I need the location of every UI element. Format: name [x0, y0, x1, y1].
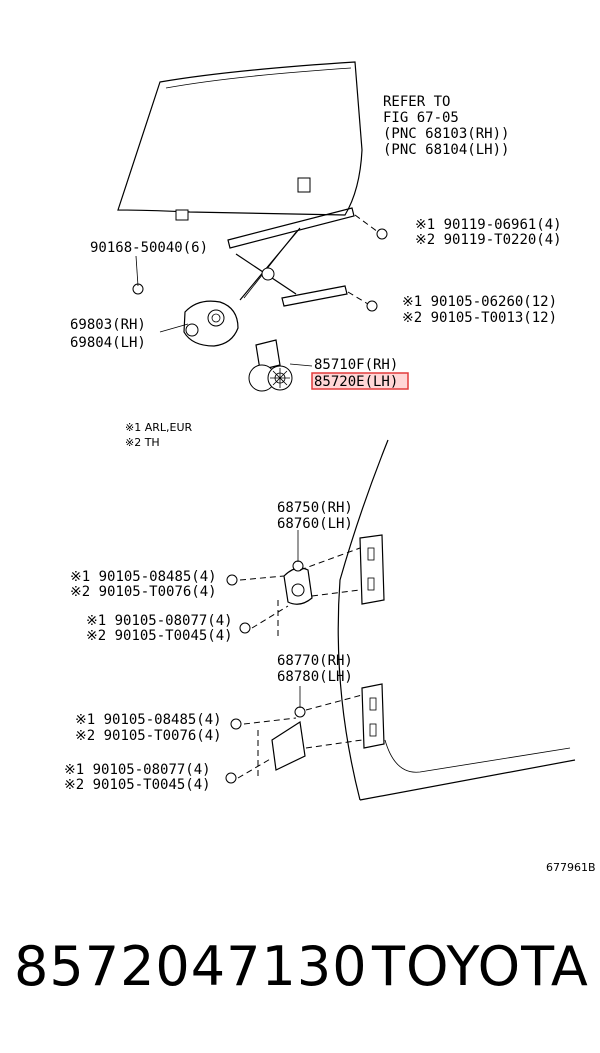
label-68770: 68770(RH)	[277, 653, 353, 669]
label-s2-hinge-bolt-1: ※2 90105-T0076(4)	[70, 584, 217, 600]
door-hinge-upper	[226, 547, 361, 640]
label-s2-hinge-bolt-2: ※2 90105-T0045(4)	[86, 628, 233, 644]
refer-line-2: FIG 67-05	[383, 110, 459, 126]
label-90168: 90168-50040(6)	[90, 240, 208, 256]
label-85710f: 85710F(RH)	[314, 357, 398, 373]
refer-line-4: (PNC 68104(LH))	[383, 142, 509, 158]
label-s2-90119: ※2 90119-T0220(4)	[415, 232, 562, 248]
door-hinge-lower	[225, 694, 363, 784]
legend-note-2: ※2 TH	[125, 436, 160, 449]
door-glass	[117, 61, 363, 221]
window-motor	[248, 339, 293, 392]
label-68760: 68760(LH)	[277, 516, 353, 532]
label-s1-90119: ※1 90119-06961(4)	[415, 217, 562, 233]
label-s1-hinge-bolt-2: ※1 90105-08077(4)	[86, 613, 233, 629]
part-number: 8572047130	[14, 935, 368, 998]
footer: 8572047130 TOYOTA	[0, 935, 600, 1015]
label-69804: 69804(LH)	[70, 335, 146, 351]
label-s1-hinge-bolt-1: ※1 90105-08485(4)	[70, 569, 217, 585]
legend-note-1: ※1 ARL,EUR	[125, 421, 193, 434]
label-s1-hinge-bolt-3: ※1 90105-08485(4)	[75, 712, 222, 728]
label-s2-90105-t0013: ※2 90105-T0013(12)	[402, 310, 557, 326]
label-69803: 69803(RH)	[70, 317, 146, 333]
label-68780: 68780(LH)	[277, 669, 353, 685]
window-regulator	[132, 207, 388, 347]
leader-lines	[135, 255, 313, 708]
label-85720e: 85720E(LH)	[314, 374, 398, 390]
brand-name: TOYOTA	[372, 935, 589, 998]
highlight-85720e	[311, 372, 409, 390]
parts-diagram: REFER TO FIG 67-05 (PNC 68103(RH)) (PNC …	[64, 61, 596, 874]
refer-line-1: REFER TO	[383, 94, 450, 110]
label-s1-hinge-bolt-4: ※1 90105-08077(4)	[64, 762, 211, 778]
label-s1-90105-06260: ※1 90105-06260(12)	[402, 294, 557, 310]
label-68750: 68750(RH)	[277, 500, 353, 516]
label-s2-hinge-bolt-4: ※2 90105-T0045(4)	[64, 777, 211, 793]
door-body	[337, 439, 576, 801]
label-s2-hinge-bolt-3: ※2 90105-T0076(4)	[75, 728, 222, 744]
figure-id: 677961B	[546, 861, 596, 874]
refer-line-3: (PNC 68103(RH))	[383, 126, 509, 142]
